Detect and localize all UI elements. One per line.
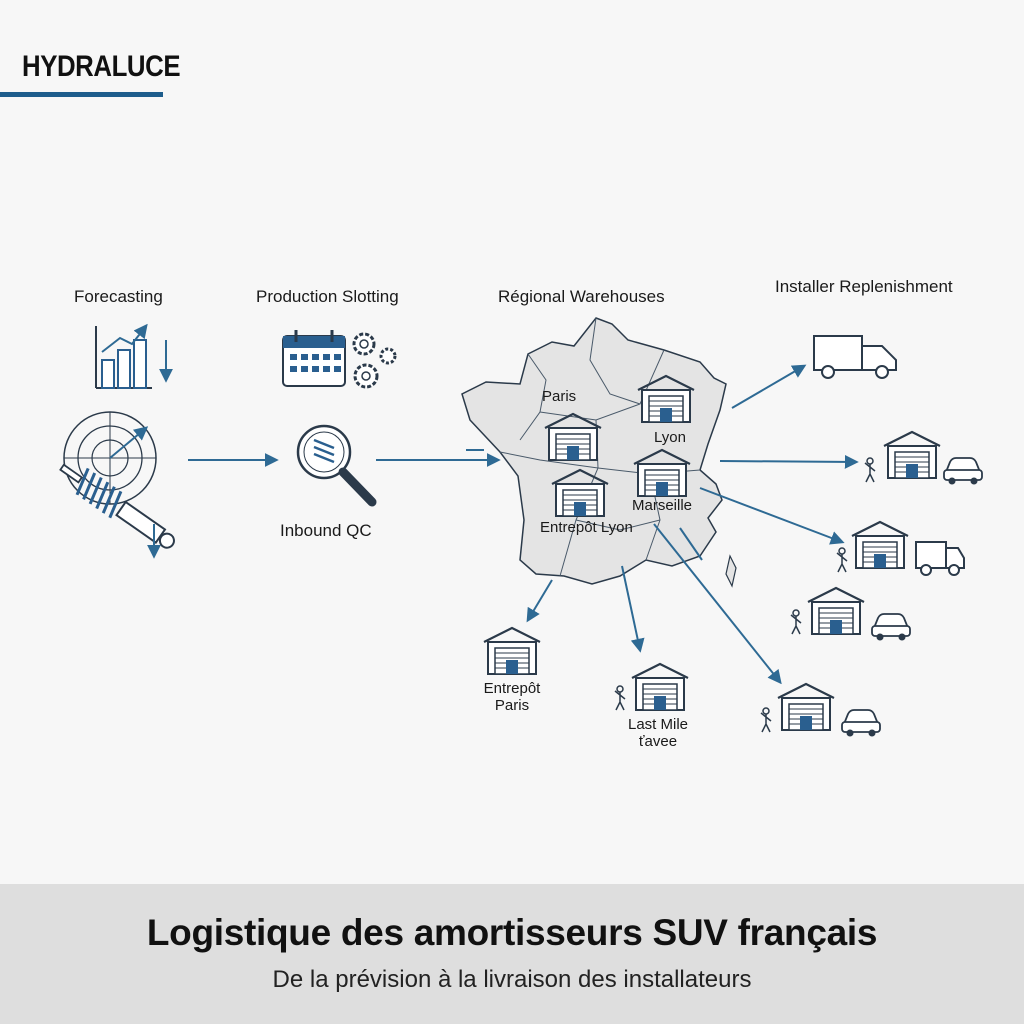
map-label-paris: Paris bbox=[542, 388, 577, 405]
footer-band bbox=[0, 884, 1024, 1024]
calendar-icon bbox=[282, 330, 346, 387]
destination-last-mile-line2: ťavee bbox=[638, 733, 678, 750]
france-map bbox=[461, 317, 737, 588]
gears-icon bbox=[352, 332, 397, 389]
installer-site bbox=[836, 520, 965, 576]
destination-last-mile-label: Last Mile ťavee bbox=[610, 716, 706, 750]
bar-chart-icon bbox=[95, 323, 173, 389]
logistics-diagram bbox=[59, 317, 983, 738]
footer-title: Logistique des amortisseurs SUV français bbox=[146, 912, 878, 953]
installer-site bbox=[864, 430, 983, 486]
destination-entrepot-paris-line2: Paris bbox=[494, 697, 530, 714]
distribution-arrows bbox=[526, 364, 859, 685]
radar-icon bbox=[63, 411, 157, 505]
warehouse-icon bbox=[482, 626, 542, 676]
installer-site bbox=[760, 682, 881, 738]
flow-arrows bbox=[188, 449, 501, 467]
map-label-lyon: Lyon bbox=[654, 429, 686, 446]
destination-last-mile-line1: Last Mile bbox=[627, 716, 689, 733]
map-label-marseille: Marseille bbox=[632, 497, 693, 514]
map-label-entrepot-lyon: Entrepôt Lyon bbox=[540, 519, 633, 536]
brand-logo: HYDRALUCE bbox=[22, 50, 181, 83]
stage-inbound-qc-label: Inbound QC bbox=[280, 521, 372, 540]
last-mile-site bbox=[614, 662, 690, 712]
installer-site bbox=[790, 586, 911, 642]
magnifier-inspection-icon bbox=[296, 424, 377, 507]
destination-entrepot-paris-line1: Entrepôt bbox=[483, 680, 541, 697]
stage-production-slotting-label: Production Slotting bbox=[256, 287, 399, 306]
stage-regional-warehouses-label: Régional Warehouses bbox=[498, 287, 665, 306]
stage-installer-replenishment-label: Installer Replenishment bbox=[775, 277, 953, 296]
brand-underline bbox=[0, 92, 163, 97]
stage-forecasting-label: Forecasting bbox=[74, 287, 163, 306]
delivery-truck-icon bbox=[813, 335, 897, 379]
destination-entrepot-paris-label: Entrepôt Paris bbox=[464, 680, 560, 714]
footer-subtitle: De la prévision à la livraison des insta… bbox=[272, 966, 752, 993]
shock-absorber-icon bbox=[59, 463, 175, 559]
